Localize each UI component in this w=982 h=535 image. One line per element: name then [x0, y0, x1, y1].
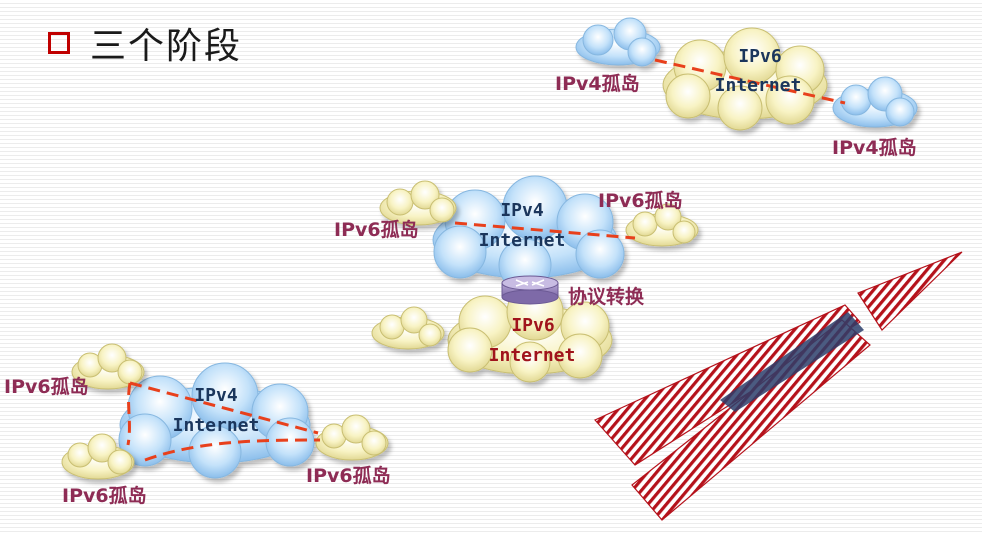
- stage3-ipv4-label: IPv4: [194, 385, 238, 406]
- stage3-island-top-left-label: IPv6孤岛: [4, 375, 89, 398]
- stage2-translator-label: 协议转换: [568, 285, 645, 308]
- stage3-island-right-label: IPv6孤岛: [306, 464, 391, 487]
- stage3-island-bottom-left-label: IPv6孤岛: [62, 484, 147, 507]
- stage3-group: IPv4 Internet IPv6孤岛 IPv6孤岛 IPv6孤岛: [4, 343, 391, 507]
- stage2-ipv4-label: IPv4: [500, 200, 544, 221]
- stage2-island-left-label: IPv6孤岛: [334, 218, 419, 241]
- title-text: 三个阶段: [90, 26, 243, 67]
- stage1-ipv6-cloud: [662, 27, 828, 131]
- stage3-tunnel-bottom: [144, 438, 321, 462]
- stage3-ipv6-island-top-left: [71, 343, 145, 390]
- stage2-ipv6-island-left: [379, 180, 457, 226]
- stage3-ipv6-island-right: [315, 414, 389, 461]
- stage2-ipv6-internet-label: Internet: [489, 345, 576, 366]
- stage1-ipv6-label: IPv6: [738, 46, 781, 67]
- slide-title: 三个阶段: [48, 18, 242, 68]
- router-icon: [501, 275, 559, 305]
- stage1-tunnel-line: [654, 58, 846, 105]
- stage2-group: IPv4 Internet IPv6 Internet IPv6孤岛 IPv6孤…: [334, 175, 699, 383]
- stage2-ipv4-internet-label: Internet: [479, 230, 566, 251]
- stage3-ipv6-island-bottom-left: [61, 433, 135, 480]
- stage1-ipv4-island-left: [575, 17, 661, 67]
- stage1-group: IPv6 Internet IPv4孤岛 IPv4孤岛: [555, 17, 918, 159]
- stage1-island-left-label: IPv4孤岛: [555, 72, 640, 95]
- stage2-ipv6-label: IPv6: [511, 315, 554, 336]
- stage1-internet-label: Internet: [715, 75, 802, 96]
- stage2-ipv4-cloud: [432, 175, 625, 292]
- square-bullet-icon: [48, 32, 70, 54]
- stage1-island-right-label: IPv4孤岛: [832, 136, 917, 159]
- stage3-internet-label: Internet: [173, 415, 260, 436]
- stage3-tunnel-top: [129, 381, 319, 435]
- stage3-tunnel-left: [126, 382, 132, 446]
- stage1-ipv4-island-right: [832, 76, 918, 128]
- stage2-ipv6-island-right: [625, 203, 699, 247]
- hatched-arrow-icon: [594, 251, 963, 521]
- stage2-ipv6-island-extra: [371, 306, 445, 350]
- stage2-ipv6-cloud: [447, 283, 613, 383]
- stage2-island-right-label: IPv6孤岛: [598, 189, 683, 212]
- stage2-tunnel-line: [454, 221, 636, 240]
